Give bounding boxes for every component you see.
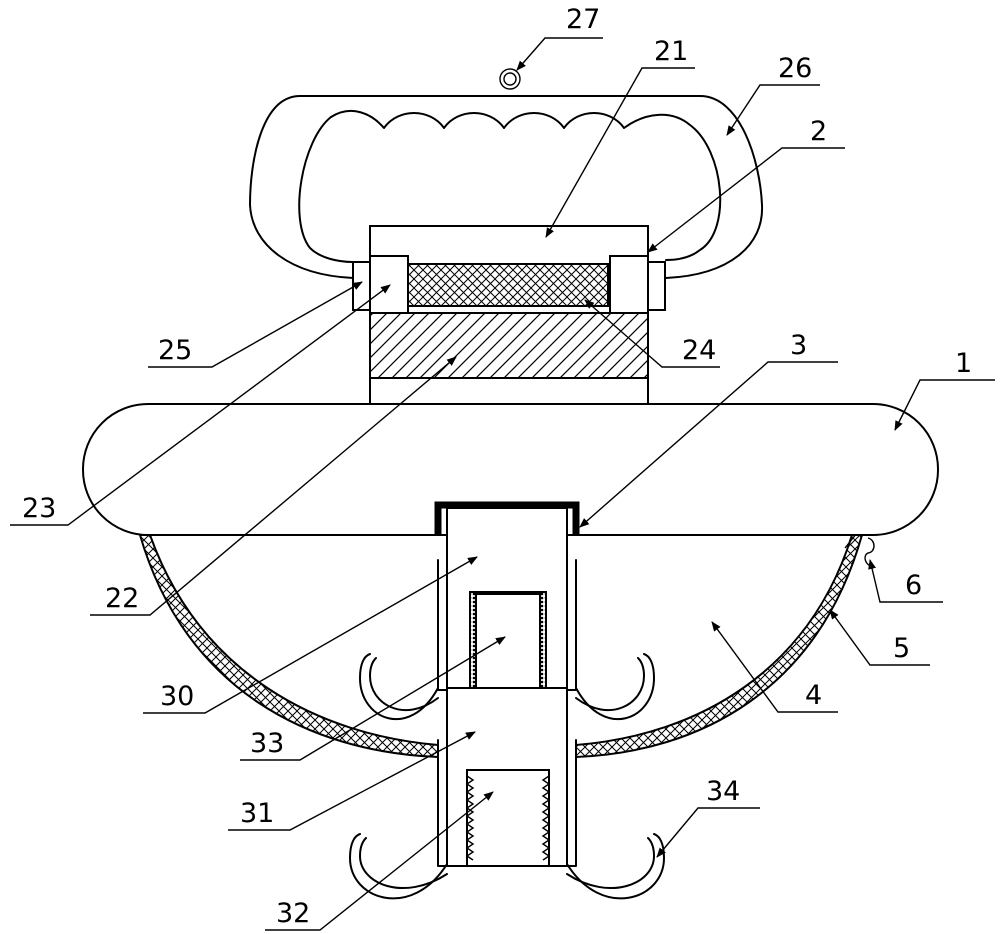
top-box: [352, 225, 666, 405]
label-33: 33: [250, 728, 284, 759]
label-2: 2: [810, 116, 827, 147]
hatched-block-22: [369, 312, 649, 379]
label-24: 24: [682, 335, 716, 366]
label-5: 5: [893, 633, 910, 664]
label-4: 4: [805, 680, 822, 711]
label-27: 27: [566, 4, 600, 35]
handle: [249, 68, 764, 279]
label-32: 32: [276, 898, 310, 929]
hooks: [349, 653, 665, 900]
center-column: [434, 501, 580, 867]
hanging-ring-27: [499, 68, 521, 90]
label-25: 25: [158, 335, 192, 366]
label-21: 21: [654, 36, 688, 67]
label-34: 34: [706, 776, 740, 807]
label-3: 3: [790, 330, 807, 361]
mesh-strip-24: [407, 263, 609, 307]
reference-numerals: 27 21 26 2 1 3 24 25 23 22 6 5 4 30 33 3…: [22, 4, 972, 929]
label-26: 26: [778, 53, 812, 84]
leader-lines: [10, 37, 995, 931]
label-31: 31: [240, 798, 274, 829]
label-30: 30: [160, 681, 194, 712]
label-23: 23: [22, 493, 56, 524]
label-22: 22: [105, 583, 139, 614]
label-6: 6: [905, 570, 922, 601]
hook-ring-6: [864, 537, 875, 567]
label-1: 1: [955, 348, 972, 379]
